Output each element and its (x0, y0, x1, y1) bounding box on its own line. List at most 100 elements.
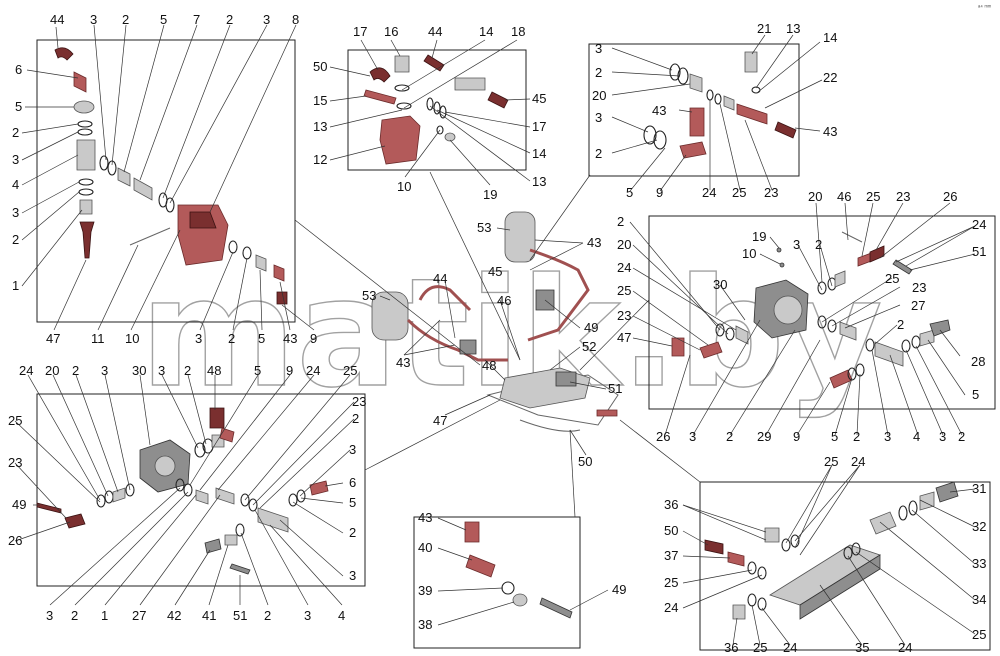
callout: 14 (479, 24, 493, 39)
callout: 6 (349, 475, 356, 490)
callout: 49 (612, 582, 626, 597)
callout: 37 (664, 548, 678, 563)
callout: 5 (258, 331, 265, 346)
callout: 4 (913, 429, 920, 444)
callout: 3 (595, 41, 602, 56)
callout: 53 (477, 220, 491, 235)
callout: 18 (511, 24, 525, 39)
callout: 8 (292, 12, 299, 27)
callout: 40 (418, 540, 432, 555)
callout: 3 (101, 363, 108, 378)
callout: 33 (972, 556, 986, 571)
callout: 46 (497, 293, 511, 308)
callout: 43 (396, 355, 410, 370)
callouts-bottom-center: 43 40 39 38 49 (418, 510, 626, 632)
callout: 30 (713, 277, 727, 292)
callout: 3 (12, 205, 19, 220)
callout: 20 (45, 363, 59, 378)
callout: 14 (532, 146, 546, 161)
callout: 3 (595, 110, 602, 125)
callout: 49 (12, 497, 26, 512)
callout: 24 (617, 260, 631, 275)
callout: 43 (652, 103, 666, 118)
callout: 3 (46, 608, 53, 623)
right-box-parts (671, 231, 951, 389)
callout: 28 (971, 354, 985, 369)
callout: 44 (50, 12, 64, 27)
callout: 23 (8, 455, 22, 470)
callout: 2 (958, 429, 965, 444)
callout: 25 (885, 271, 899, 286)
callout: 43 (283, 331, 297, 346)
callout: 50 (664, 523, 678, 538)
callout: 43 (823, 124, 837, 139)
callout: 10 (742, 246, 756, 261)
callout: 2 (726, 429, 733, 444)
callout: 20 (808, 189, 822, 204)
callout: 3 (263, 12, 270, 27)
callout: 25 (972, 627, 986, 642)
callout: 24 (851, 454, 865, 469)
callout: 3 (793, 237, 800, 252)
callout: 29 (757, 429, 771, 444)
callout: 5 (626, 185, 633, 200)
callout: 2 (595, 65, 602, 80)
callout: 17 (353, 24, 367, 39)
callout: 48 (482, 358, 496, 373)
callout: 26 (943, 189, 957, 204)
callout: 10 (125, 331, 139, 346)
callout: 5 (349, 495, 356, 510)
callouts-right: 20 46 25 23 26 24 19 10 3 2 51 2 20 24 2… (617, 189, 986, 444)
top-center-parts (363, 54, 509, 165)
callout: 9 (793, 429, 800, 444)
frame-bottom-left (36, 393, 366, 587)
frame-right (648, 215, 996, 410)
callout: 23 (617, 308, 631, 323)
callout: 51 (233, 608, 247, 623)
callout: 2 (184, 363, 191, 378)
callout: 36 (724, 640, 738, 655)
callout: 2 (12, 232, 19, 247)
callout: 41 (202, 608, 216, 623)
callout: 38 (418, 617, 432, 632)
callout: 44 (428, 24, 442, 39)
callout: 5 (160, 12, 167, 27)
callout: 2 (12, 125, 19, 140)
callout: 3 (158, 363, 165, 378)
callout: 5 (15, 99, 22, 114)
callout: 25 (8, 413, 22, 428)
callouts-center: 53 43 45 44 46 53 49 52 48 43 47 51 50 (362, 220, 622, 469)
callout: 4 (338, 608, 345, 623)
callout: 19 (752, 229, 766, 244)
callout: 3 (884, 429, 891, 444)
callout: 46 (837, 189, 851, 204)
callout: 3 (349, 442, 356, 457)
callout: 27 (132, 608, 146, 623)
callouts-bottom-left: 24 20 2 3 30 3 2 48 5 9 24 25 23 2 3 25 … (8, 363, 366, 623)
top-left-parts (54, 47, 288, 305)
callout: 2 (122, 12, 129, 27)
callout: 45 (488, 264, 502, 279)
callout: 47 (617, 330, 631, 345)
callout: 25 (617, 283, 631, 298)
callout: 2 (897, 317, 904, 332)
callout: 2 (349, 525, 356, 540)
callout: 20 (617, 237, 631, 252)
callout: 24 (702, 185, 716, 200)
callout: 2 (72, 363, 79, 378)
callout: 2 (264, 608, 271, 623)
callout: 21 (757, 21, 771, 36)
callout: 9 (656, 185, 663, 200)
callout: 39 (418, 583, 432, 598)
callout: 44 (433, 271, 447, 286)
frame-top-right (588, 43, 800, 177)
callout: 27 (911, 298, 925, 313)
callout: 24 (664, 600, 678, 615)
callout: 35 (855, 640, 869, 655)
callout: 5 (972, 387, 979, 402)
frame-bottom-center (413, 516, 581, 649)
callout: 15 (313, 93, 327, 108)
callout: 2 (617, 214, 624, 229)
callout: 36 (664, 497, 678, 512)
callout: 13 (532, 174, 546, 189)
